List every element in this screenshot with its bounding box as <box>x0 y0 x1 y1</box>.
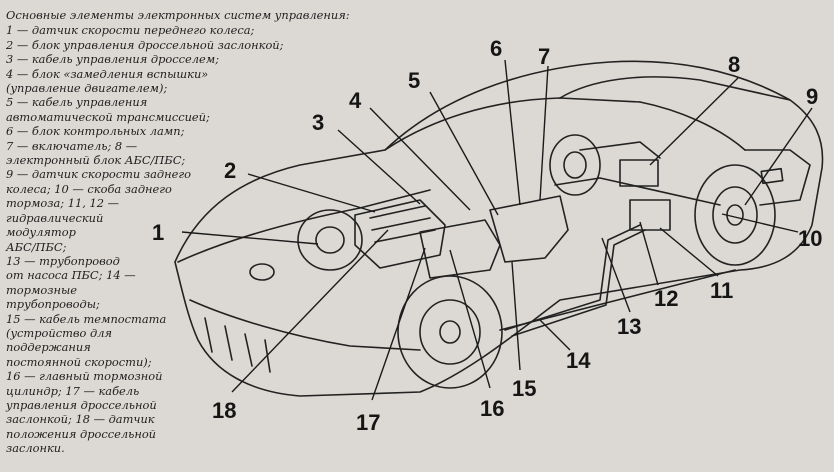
legend-line: (управление двигателем); <box>6 81 168 96</box>
legend-line: 6 — блок контрольных ламп; <box>6 124 185 139</box>
leader-12 <box>639 221 659 286</box>
callout-12: 12 <box>654 286 678 311</box>
front-left-wheel <box>297 209 363 271</box>
legend-lines: 1 — датчик скорости переднего колеса;2 —… <box>6 23 356 455</box>
leader-17 <box>371 247 426 401</box>
legend-line: электронный блок АБС/ПБС; <box>6 153 186 168</box>
legend-line: автоматической трансмиссией; <box>6 109 210 124</box>
legend-line: (устройство для <box>6 325 113 340</box>
legend-line: АБС/ПБС; <box>6 239 67 254</box>
leader-5 <box>429 91 499 216</box>
legend-line: 2 — блок управления дроссельной заслонко… <box>6 37 284 52</box>
legend-line: 1 — датчик скорости переднего колеса; <box>6 23 255 38</box>
callout-4: 4 <box>349 88 362 113</box>
legend-title: Основные элементы электронных систем упр… <box>6 8 350 22</box>
legend-line: 16 — главный тормозной <box>6 369 163 384</box>
callout-18: 18 <box>212 398 236 423</box>
legend-line: тормозные <box>6 282 77 297</box>
brake-line-main <box>504 224 641 331</box>
legend-line: модулятор <box>6 225 76 240</box>
legend-line: постоянной скорости); <box>6 354 152 369</box>
callout-16: 16 <box>480 396 504 421</box>
rear-panel <box>744 149 811 206</box>
hood-emblem <box>249 263 275 281</box>
leader-2 <box>247 173 376 213</box>
leader-6 <box>504 59 521 206</box>
legend-line: от насоса ПБС; 14 — <box>6 268 136 283</box>
rear-right-wheel <box>694 164 776 266</box>
leader-9 <box>744 107 813 206</box>
callout-1: 1 <box>152 220 164 245</box>
leader-4 <box>369 107 471 211</box>
callout-15: 15 <box>512 376 536 401</box>
brake-line-rear <box>579 141 661 159</box>
legend-line: 3 — кабель управления дросселем; <box>6 52 220 67</box>
leader-16 <box>449 249 491 389</box>
rear-left-wheel <box>549 134 601 196</box>
leader-3 <box>337 129 421 205</box>
callout-14: 14 <box>566 348 591 373</box>
legend-line: 5 — кабель управления <box>6 95 148 110</box>
legend: Основные элементы электронных систем упр… <box>6 8 356 456</box>
leader-7 <box>539 65 549 201</box>
legend-line: положения дроссельной <box>6 426 157 441</box>
callout-9: 9 <box>806 84 818 109</box>
callout-13: 13 <box>617 314 641 339</box>
callout-6: 6 <box>490 36 502 61</box>
callout-7: 7 <box>538 44 550 69</box>
callout-3: 3 <box>312 110 324 135</box>
front-right-wheel <box>397 275 503 389</box>
legend-line: колеса; 10 — скоба заднего <box>6 181 172 196</box>
front-bumper <box>189 299 421 351</box>
legend-line: тормоза; 11, 12 — <box>6 196 119 211</box>
callout-11: 11 <box>710 278 733 303</box>
hood-line <box>177 189 431 263</box>
legend-line: 13 — трубопровод <box>6 253 120 268</box>
front-grille <box>204 317 271 373</box>
legend-line: цилиндр; 17 — кабель <box>6 383 140 398</box>
engine-block <box>354 199 446 269</box>
legend-line: трубопроводы; <box>6 297 100 312</box>
legend-line: заслонкой; 18 — датчик <box>6 412 155 427</box>
callout-10: 10 <box>798 226 822 251</box>
rear-window <box>639 101 746 151</box>
leader-14 <box>539 319 571 351</box>
leader-15 <box>511 261 521 371</box>
leader-8 <box>649 77 739 166</box>
callout-2: 2 <box>224 158 236 183</box>
windshield <box>384 97 641 151</box>
callout-5: 5 <box>408 68 420 93</box>
legend-line: 4 — блок «замедления вспышки» <box>6 66 209 81</box>
leader-10 <box>721 213 799 233</box>
legend-line: поддержания <box>6 340 91 355</box>
leader-13 <box>601 237 631 313</box>
abs-unit-front <box>489 195 569 263</box>
modulator-11-12 <box>629 199 671 231</box>
callout-17: 17 <box>356 410 380 435</box>
leader-18 <box>231 229 389 393</box>
legend-line: гидравлический <box>6 210 104 225</box>
legend-line: 15 — кабель темпостата <box>6 311 167 326</box>
roof-line <box>559 76 791 101</box>
callout-8: 8 <box>728 52 740 77</box>
leader-11 <box>659 227 719 277</box>
legend-line: заслонки. <box>6 441 65 456</box>
leader-1 <box>181 231 319 245</box>
master-cylinder <box>419 219 501 279</box>
legend-line: управления дроссельной <box>6 397 157 412</box>
control-box-8 <box>619 159 659 187</box>
car-body-outline <box>174 60 824 397</box>
legend-line: 7 — включатель; 8 — <box>6 138 138 153</box>
legend-line: 9 — датчик скорости заднего <box>6 167 191 182</box>
